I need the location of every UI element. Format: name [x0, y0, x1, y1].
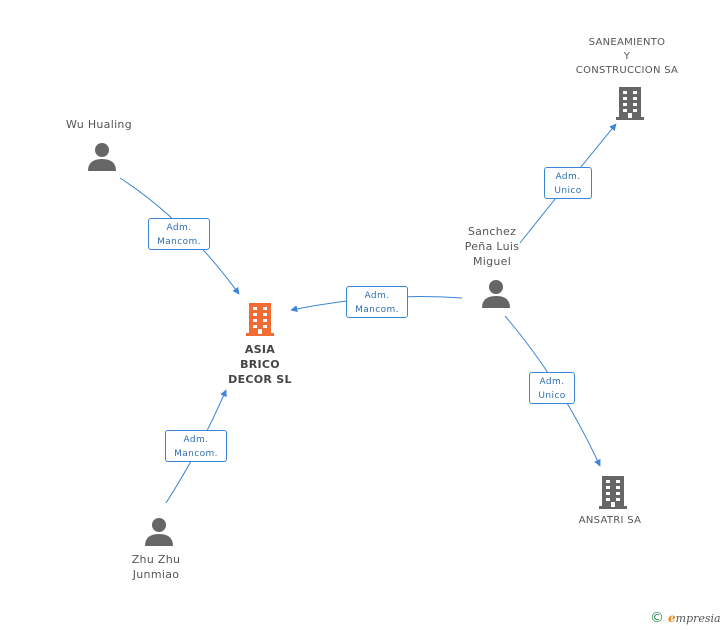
company-label-line: BRICO	[240, 358, 280, 371]
person-icon[interactable]	[144, 517, 174, 547]
person-label-sanchez[interactable]: Sanchez Peña Luis Miguel	[442, 224, 542, 269]
relation-badge-line: Adm.	[166, 223, 192, 233]
person-label-line: Miguel	[472, 255, 512, 268]
brand-footer[interactable]: © empresia	[650, 610, 721, 626]
person-label-line: Wu Hualing	[65, 118, 132, 131]
copyright-symbol: ©	[650, 610, 664, 626]
brand-logo-text: mpresia	[675, 612, 721, 625]
person-icon[interactable]	[481, 279, 511, 309]
relation-badge-sanchez-saneamiento[interactable]: Adm. Unico	[544, 167, 592, 199]
building-icon[interactable]	[597, 475, 629, 509]
company-label-asia[interactable]: ASIA BRICO DECOR SL	[205, 342, 315, 387]
person-label-line: Zhu Zhu	[131, 553, 181, 566]
building-icon[interactable]	[244, 302, 276, 336]
person-label-wu[interactable]: Wu Hualing	[49, 117, 149, 132]
person-icon[interactable]	[87, 142, 117, 172]
person-label-line: Sanchez	[467, 225, 517, 238]
relation-badge-line: Unico	[538, 391, 566, 401]
company-label-line: CONSTRUCCION SA	[575, 65, 679, 76]
company-label-line: ASIA	[244, 343, 276, 356]
relation-badge-line: Unico	[554, 186, 582, 196]
company-label-line: DECOR SL	[228, 373, 292, 386]
relation-badge-sanchez-asia[interactable]: Adm. Mancom.	[346, 286, 408, 318]
company-label-line: SANEAMIENTO	[588, 37, 666, 48]
building-icon[interactable]	[614, 86, 646, 120]
company-label-ansatri[interactable]: ANSATRI SA	[560, 514, 660, 528]
relation-badge-line: Adm.	[364, 291, 390, 301]
company-label-saneamiento[interactable]: SANEAMIENTO Y CONSTRUCCION SA	[562, 36, 692, 78]
relation-badge-zhu-asia[interactable]: Adm. Mancom.	[165, 430, 227, 462]
relation-badge-line: Adm.	[183, 435, 209, 445]
person-label-line: Junmiao	[132, 568, 180, 581]
relation-badge-line: Adm.	[555, 172, 581, 182]
person-label-line: Peña Luis	[464, 240, 520, 253]
relation-badge-line: Adm.	[539, 377, 565, 387]
relation-badge-wu-asia[interactable]: Adm. Mancom.	[148, 218, 210, 250]
company-label-line: ANSATRI SA	[578, 515, 642, 526]
company-label-line: Y	[623, 51, 631, 62]
relation-badge-sanchez-ansatri[interactable]: Adm. Unico	[529, 372, 575, 404]
relation-badge-line: Mancom.	[174, 449, 218, 459]
relation-badge-line: Mancom.	[355, 305, 399, 315]
relation-badge-line: Mancom.	[157, 237, 201, 247]
brand-logo-initial: e	[668, 611, 676, 625]
person-label-zhu[interactable]: Zhu Zhu Junmiao	[106, 552, 206, 582]
